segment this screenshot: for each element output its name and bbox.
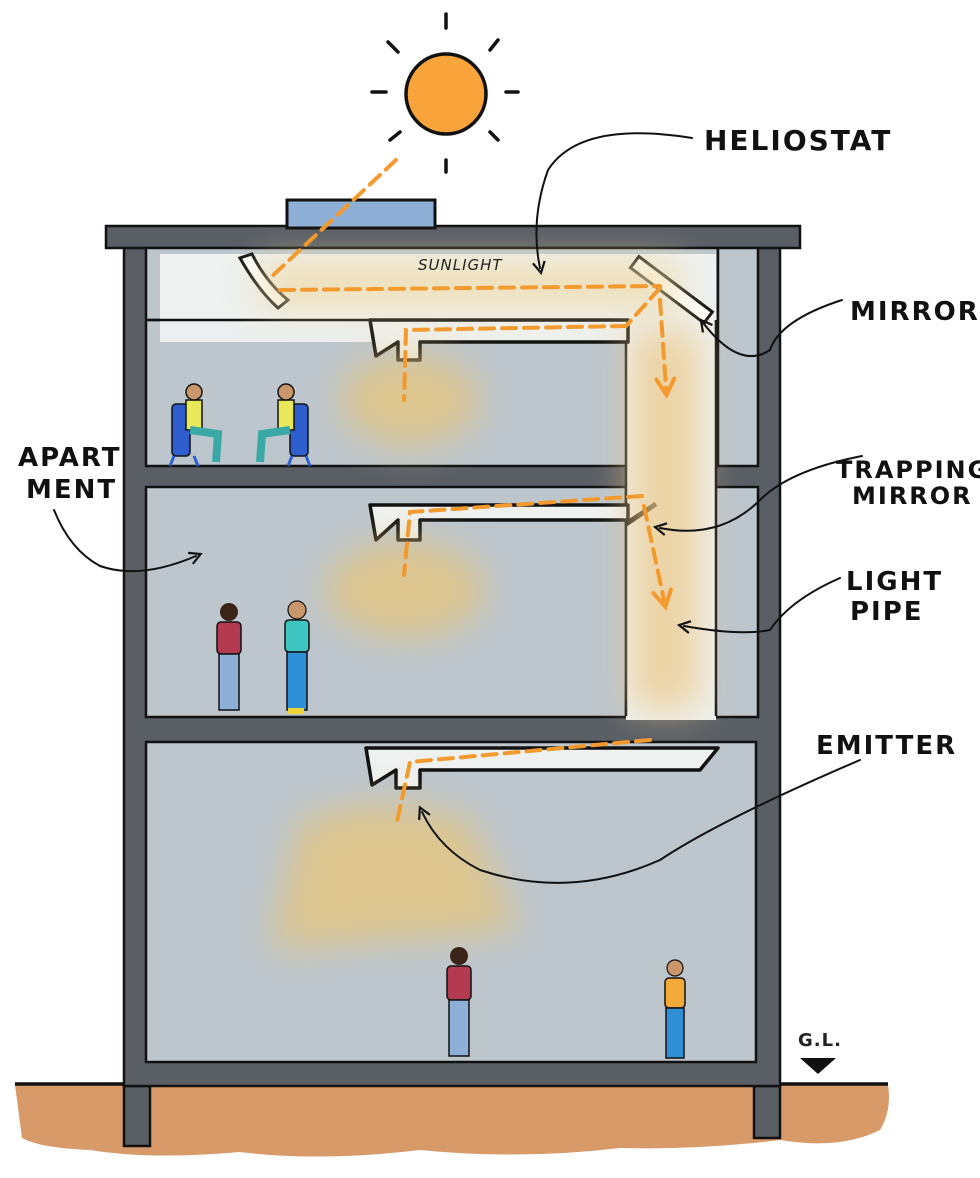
standing-person-1 [216,603,242,711]
label-ground-level: G.L. [798,1030,842,1051]
skylight [285,198,437,230]
label-sunlight: SUNLIGHT [418,256,503,274]
label-trapping-line2: MIRROR [852,482,973,510]
foundation-right [752,1084,782,1140]
seated-person-left [168,383,223,467]
emitter-middle [368,503,630,542]
label-light-pipe-line2: PIPE [850,597,924,627]
ground [15,1085,889,1157]
label-emitter: EMITTER [816,731,957,761]
label-mirror: MIRROR [850,297,980,327]
sun-icon [370,12,520,174]
label-apartment-line2: MENT [26,475,117,505]
label-light-pipe-line1: LIGHT [846,567,943,597]
label-heliostat: HELIOSTAT [704,124,892,157]
light-rays [266,158,666,828]
label-trapping-line1: TRAPPING [836,456,980,484]
ground-level-marker [800,1058,836,1074]
seated-person-right [256,383,312,467]
standing-person-4 [664,959,686,1059]
label-apartment-line1: APART [18,443,122,473]
annotation-arrows [53,132,863,884]
standing-person-3 [446,947,472,1057]
standing-person-2 [284,600,310,714]
foundation-left [122,1084,152,1148]
